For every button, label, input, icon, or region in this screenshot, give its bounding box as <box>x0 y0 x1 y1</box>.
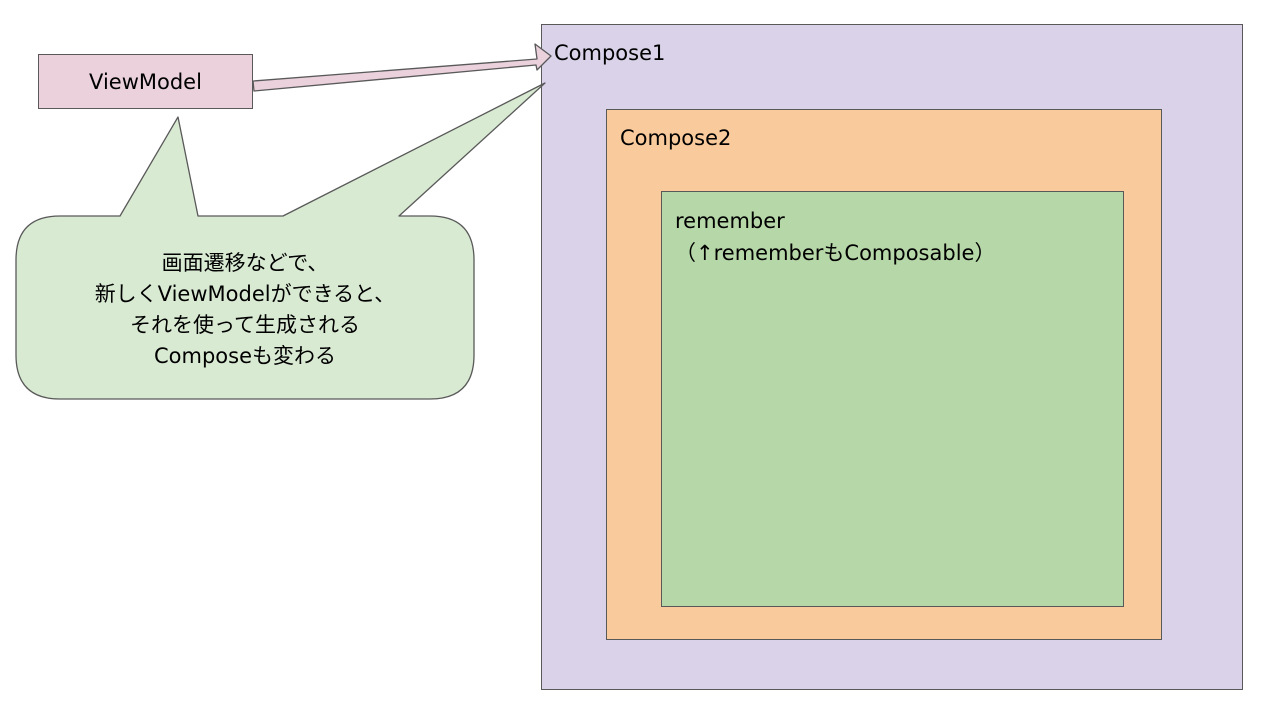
callout-line: 画面遷移などで、 <box>161 251 329 275</box>
viewmodel-box: ViewModel <box>38 54 253 109</box>
callout-line: それを使って生成される <box>130 313 360 337</box>
remember-label: remember <box>675 209 785 233</box>
compose1-label: Compose1 <box>554 41 666 65</box>
callout-bubble <box>15 82 546 400</box>
compose2-label: Compose2 <box>620 126 732 150</box>
callout-line: 新しくViewModelができると、 <box>94 282 396 306</box>
viewmodel-label: ViewModel <box>89 69 202 94</box>
callout-line: Composeも変わる <box>153 344 336 368</box>
callout-text: 画面遷移などで、 新しくViewModelができると、 それを使って生成される … <box>16 248 474 372</box>
viewmodel-arrow <box>252 43 552 92</box>
remember-note: （↑rememberもComposable） <box>675 241 996 265</box>
remember-box <box>661 191 1124 607</box>
